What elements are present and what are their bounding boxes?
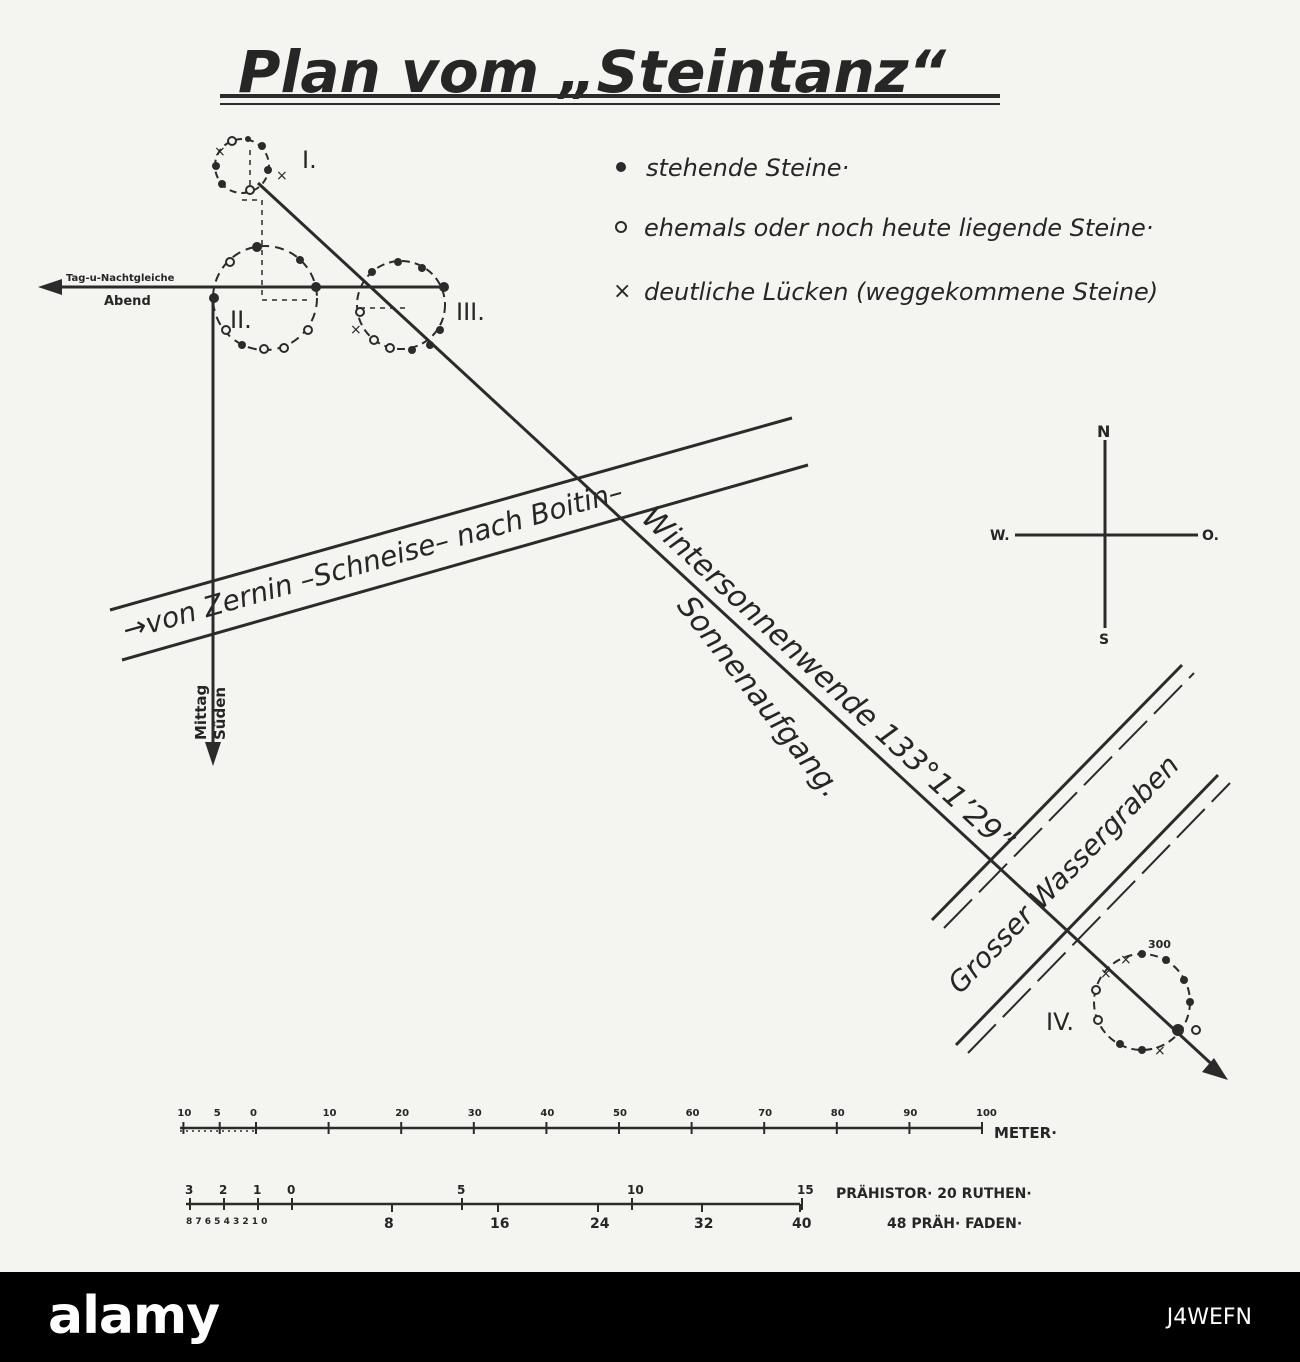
svg-text:×: ×	[276, 168, 288, 184]
ruthen-unit: PRÄHISTOR· 20 RUTHEN·	[836, 1185, 1032, 1202]
stone-circle-iv: × × × 300 IV.	[1046, 938, 1201, 1059]
stone-circle-iii: × III.	[350, 258, 485, 354]
ruthen-tick-label: 5	[457, 1183, 465, 1197]
ruthen-tick-label: 0	[287, 1183, 295, 1197]
meter-tick-label: 10	[323, 1108, 337, 1119]
compass-s: S	[1099, 632, 1109, 648]
legend-item-standing: stehende Steine·	[616, 154, 849, 182]
evening-label: Abend	[104, 294, 151, 309]
south-arrowhead	[205, 742, 221, 766]
compass-o: O.	[1202, 528, 1219, 544]
legend-lying-text: ehemals oder noch heute liegende Steine·	[644, 214, 1153, 242]
meter-tick-label: 5	[214, 1108, 221, 1119]
ruthen-tick-label: 3	[185, 1183, 193, 1197]
faden-small-labels: 8 7 6 5 4 3 2 1 0	[186, 1217, 267, 1227]
meter-tick-label: 40	[540, 1108, 554, 1119]
standing-stone-symbol	[616, 162, 626, 172]
noon-label: Mittag	[192, 685, 210, 740]
meter-tick-label: 70	[758, 1108, 772, 1119]
compass-n: N	[1097, 422, 1110, 441]
alamy-logo: alamy	[48, 1286, 220, 1346]
meter-tick-label: 90	[903, 1108, 917, 1119]
faden-unit: 48 PRÄH· FADEN·	[887, 1215, 1022, 1232]
south-label: Süden	[211, 687, 229, 740]
faden-tick-label: 32	[694, 1216, 713, 1232]
circle-ii-label: II.	[230, 306, 252, 334]
meter-unit: METER·	[994, 1124, 1057, 1142]
faden-tick-label: 24	[590, 1216, 610, 1232]
meter-tick-label: 50	[613, 1108, 627, 1119]
solstice-label: Wintersonnenwende 133°11’29”	[635, 500, 1020, 860]
faden-tick-label: 8	[384, 1216, 394, 1232]
circle-i-label: I.	[302, 146, 317, 174]
equinox-label: Tag-u-Nachtgleiche	[66, 273, 175, 284]
faden-tick-label: 40	[792, 1216, 812, 1232]
lying-stone-symbol	[615, 221, 627, 233]
ruthen-tick-label: 1	[253, 1183, 261, 1197]
noon-line: Mittag Süden	[192, 298, 229, 766]
svg-text:×: ×	[350, 322, 362, 338]
legend: stehende Steine· ehemals oder noch heute…	[613, 154, 1158, 306]
image-code: J4WEFN	[1166, 1305, 1252, 1330]
winter-solstice-line: Wintersonnenwende 133°11’29” Sonnenaufga…	[256, 181, 1228, 1080]
stone-circle-ii: II.	[209, 242, 321, 354]
ruthen-tick-label: 10	[627, 1183, 644, 1197]
faden-tick-label: 16	[490, 1216, 509, 1232]
legend-standing-text: stehende Steine·	[646, 154, 849, 182]
water-ditch: Grosser Wassergraben	[930, 663, 1231, 1054]
meter-tick-label: 0	[250, 1108, 257, 1119]
compass-rose: N S W. O.	[990, 422, 1219, 648]
meter-tick-label: 20	[395, 1108, 409, 1119]
gap-symbol: ×	[613, 279, 631, 304]
legend-gap-text: deutliche Lücken (weggekommene Steine)	[644, 278, 1158, 306]
meter-tick-label: 60	[686, 1108, 700, 1119]
legend-item-gap: × deutliche Lücken (weggekommene Steine)	[613, 278, 1158, 306]
map-sheet: Plan vom „Steintanz“ stehende Steine· eh…	[0, 0, 1300, 1272]
solstice-arrowhead	[1202, 1058, 1228, 1080]
svg-text:×: ×	[1100, 966, 1112, 982]
ruthen-tick-label: 2	[219, 1183, 227, 1197]
stock-footer-bar: alamy J4WEFN	[0, 1272, 1300, 1362]
svg-text:×: ×	[214, 144, 226, 160]
circle-iv-label: IV.	[1046, 1008, 1074, 1036]
circle-iii-label: III.	[456, 298, 485, 326]
road-label: →von Zernin –Schneise– nach Boitin–	[119, 475, 626, 647]
ruthen-tick-label: 15	[797, 1183, 814, 1197]
meter-tick-label: 30	[468, 1108, 482, 1119]
equinox-line: Tag-u-Nachtgleiche Abend	[38, 273, 444, 309]
meter-tick-label: 100	[976, 1108, 997, 1119]
compass-w: W.	[990, 528, 1010, 544]
legend-item-lying: ehemals oder noch heute liegende Steine·	[615, 214, 1153, 242]
svg-text:×: ×	[1154, 1043, 1166, 1059]
meter-tick-label: 10	[177, 1108, 191, 1119]
west-arrowhead	[38, 279, 62, 295]
stone-circle-i: × × I.	[212, 136, 317, 195]
meter-tick-label: 80	[831, 1108, 845, 1119]
stone-circle-plan: Plan vom „Steintanz“ stehende Steine· eh…	[38, 38, 1231, 1232]
annotation-300: 300	[1148, 938, 1171, 951]
svg-text:×: ×	[1120, 952, 1132, 968]
